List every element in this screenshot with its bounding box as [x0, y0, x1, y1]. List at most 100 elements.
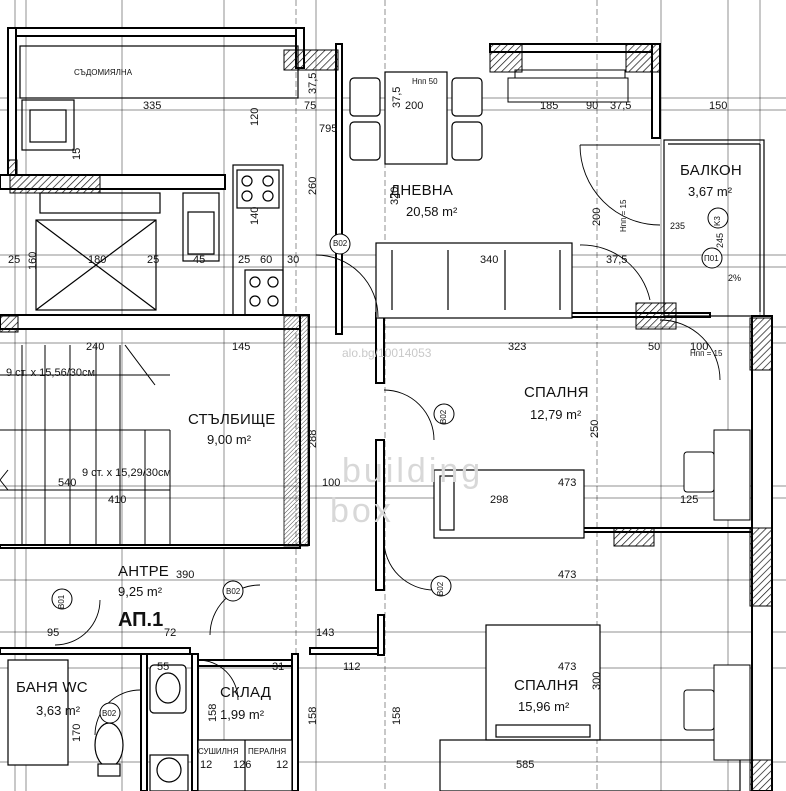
room-area-storage: 1,99 m²	[220, 707, 265, 722]
room-area-living: 20,58 m²	[406, 204, 458, 219]
room-name-stair: СТЪЛБИЩЕ	[188, 411, 276, 428]
watermark-brand-2: box	[330, 492, 394, 530]
dim-55: 55	[157, 661, 170, 673]
dim-90: 90	[586, 100, 599, 112]
kitchen	[19, 45, 299, 316]
dim-170: 170	[71, 723, 83, 742]
dim-143: 143	[316, 627, 335, 639]
ac-unit	[507, 69, 629, 103]
dim-585: 585	[516, 759, 535, 771]
tag-b02-storage: B02	[226, 587, 241, 596]
dim-95: 95	[47, 627, 60, 639]
room-name-bath: БАНЯ WC	[16, 679, 88, 696]
tag-b01-hall: B01	[57, 594, 66, 609]
dim-72: 72	[164, 627, 177, 639]
dim-390: 390	[176, 569, 195, 581]
dim-50: 50	[648, 341, 661, 353]
dim-473-c: 473	[558, 661, 577, 673]
dim-185: 185	[540, 100, 559, 112]
room-area-stair: 9,00 m²	[207, 432, 252, 447]
dim-298: 298	[490, 494, 509, 506]
watermark-site: alo.bg/10014053	[342, 346, 432, 360]
dim-260: 260	[307, 176, 319, 195]
tag-k3: K3	[713, 216, 722, 226]
dim-25-b: 25	[147, 254, 160, 266]
dim-75: 75	[304, 100, 317, 112]
dim-15: 15	[71, 147, 83, 160]
beds	[433, 469, 741, 791]
door-swings	[54, 144, 721, 736]
dim-250: 250	[589, 419, 601, 438]
dim-300: 300	[591, 671, 603, 690]
tag-b02-bedroom: B02	[439, 409, 448, 424]
dim-200-b: 200	[591, 207, 603, 226]
dim-795: 795	[319, 123, 338, 135]
dim-200: 200	[405, 100, 424, 112]
bathroom-fixtures	[7, 659, 293, 791]
dim-473-a: 473	[558, 477, 577, 489]
room-name-hall: АНТРЕ	[118, 563, 170, 580]
dim-37-5-d: 37,5	[606, 254, 628, 266]
apartment-number: АП.1	[118, 609, 164, 631]
tag-markers	[51, 207, 729, 724]
tag-b02-bedroom-2: B02	[436, 581, 445, 596]
dim-160: 160	[27, 251, 39, 270]
room-area-balcony: 3,67 m²	[688, 184, 733, 199]
dim-120: 120	[249, 107, 261, 126]
dim-25-c: 25	[238, 254, 251, 266]
dim-158-b: 158	[391, 706, 403, 725]
tag-b02-bath: B02	[102, 709, 117, 718]
sill-height-door-label: Hпп = 15	[619, 199, 628, 232]
dim-158-a: 158	[307, 706, 319, 725]
room-area-bedroom-1: 12,79 m²	[530, 407, 582, 422]
dim-410: 410	[108, 494, 127, 506]
dryer-label: СУШИЛНЯ	[198, 747, 239, 756]
dim-145: 145	[232, 341, 251, 353]
dim-12-a: 12	[200, 759, 213, 771]
room-name-living: ДНЕВНА	[390, 182, 454, 199]
dim-180: 180	[88, 254, 107, 266]
room-name-bedroom-1: СПАЛНЯ	[524, 384, 589, 401]
tag-b02-living: B02	[333, 239, 348, 248]
dim-31: 31	[272, 661, 285, 673]
tag-p01: П01	[704, 254, 719, 263]
room-name-bedroom-2: СПАЛНЯ	[514, 677, 579, 694]
dim-12-b: 12	[276, 759, 289, 771]
dishwasher-label: СЪДОМИЯЛНА	[74, 68, 133, 77]
washer-label: ПЕРАЛНЯ	[248, 747, 287, 756]
stair-flight-1-label: 9 ст. х 15,56/30см	[6, 367, 96, 379]
dim-473-b: 473	[558, 569, 577, 581]
room-area-hall: 9,25 m²	[118, 584, 163, 599]
dim-150: 150	[709, 100, 728, 112]
sill-height-label: Hпп 50	[412, 77, 438, 86]
dim-235: 235	[670, 221, 686, 231]
room-area-bath: 3,63 m²	[36, 703, 81, 718]
dim-37-5-b: 37,5	[307, 72, 319, 94]
dim-25-a: 25	[8, 254, 21, 266]
dim-60: 60	[260, 254, 273, 266]
dim-288: 288	[307, 429, 319, 448]
dim-37-5-c: 37,5	[391, 86, 403, 108]
watermark-brand-1: building	[342, 452, 484, 490]
sofa	[375, 242, 573, 319]
dim-140: 140	[249, 206, 261, 225]
desks	[683, 429, 751, 761]
dim-112: 112	[343, 661, 361, 673]
dim-45: 45	[193, 254, 206, 266]
dim-125: 125	[680, 494, 699, 506]
dining-set	[349, 71, 483, 165]
dim-100: 100	[690, 341, 709, 353]
dim-540: 540	[58, 477, 77, 489]
dim-2-percent: 2%	[728, 273, 742, 283]
dim-30: 30	[287, 254, 300, 266]
dim-158-c: 158	[207, 703, 219, 722]
dim-100-b: 100	[322, 477, 341, 489]
room-name-storage: СКЛАД	[220, 684, 272, 701]
stair-flight-2-label: 9 ст. х 15,29/30см	[82, 467, 172, 479]
room-area-bedroom-2: 15,96 m²	[518, 699, 570, 714]
dim-323: 323	[508, 341, 527, 353]
room-name-balcony: БАЛКОН	[680, 162, 742, 179]
dim-245: 245	[715, 232, 725, 248]
